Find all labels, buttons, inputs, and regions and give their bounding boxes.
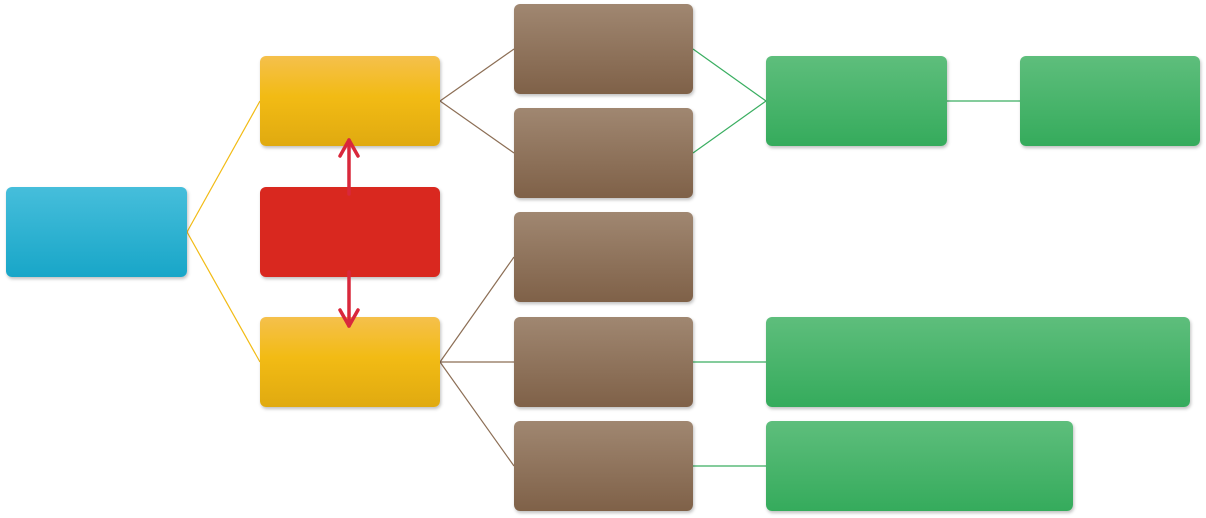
connector-yellow-brown-5 bbox=[439, 361, 515, 467]
brown-node-2 bbox=[514, 108, 693, 198]
brown-node-1 bbox=[514, 4, 693, 94]
brown-node-5 bbox=[514, 421, 693, 511]
connector-brown-1-green-1 bbox=[692, 48, 767, 102]
brown-node-3 bbox=[514, 212, 693, 302]
root-node bbox=[6, 187, 187, 277]
brown-node-4 bbox=[514, 317, 693, 407]
connector-brown-2-green-1 bbox=[692, 100, 767, 154]
connector-yellow-brown-1 bbox=[439, 48, 515, 102]
connector-yellow-brown-3 bbox=[439, 256, 515, 363]
connector-root-yellow-top bbox=[186, 100, 261, 233]
yellow-node-bottom bbox=[260, 317, 440, 407]
yellow-node-top bbox=[260, 56, 440, 146]
green-node-2 bbox=[1020, 56, 1200, 146]
green-node-4 bbox=[766, 421, 1073, 511]
connectors bbox=[186, 48, 1020, 467]
green-node-1 bbox=[766, 56, 947, 146]
green-node-3 bbox=[766, 317, 1190, 407]
connector-yellow-brown-2 bbox=[439, 100, 515, 154]
connector-root-yellow-bottom bbox=[186, 231, 261, 363]
red-node-middle bbox=[260, 187, 440, 277]
